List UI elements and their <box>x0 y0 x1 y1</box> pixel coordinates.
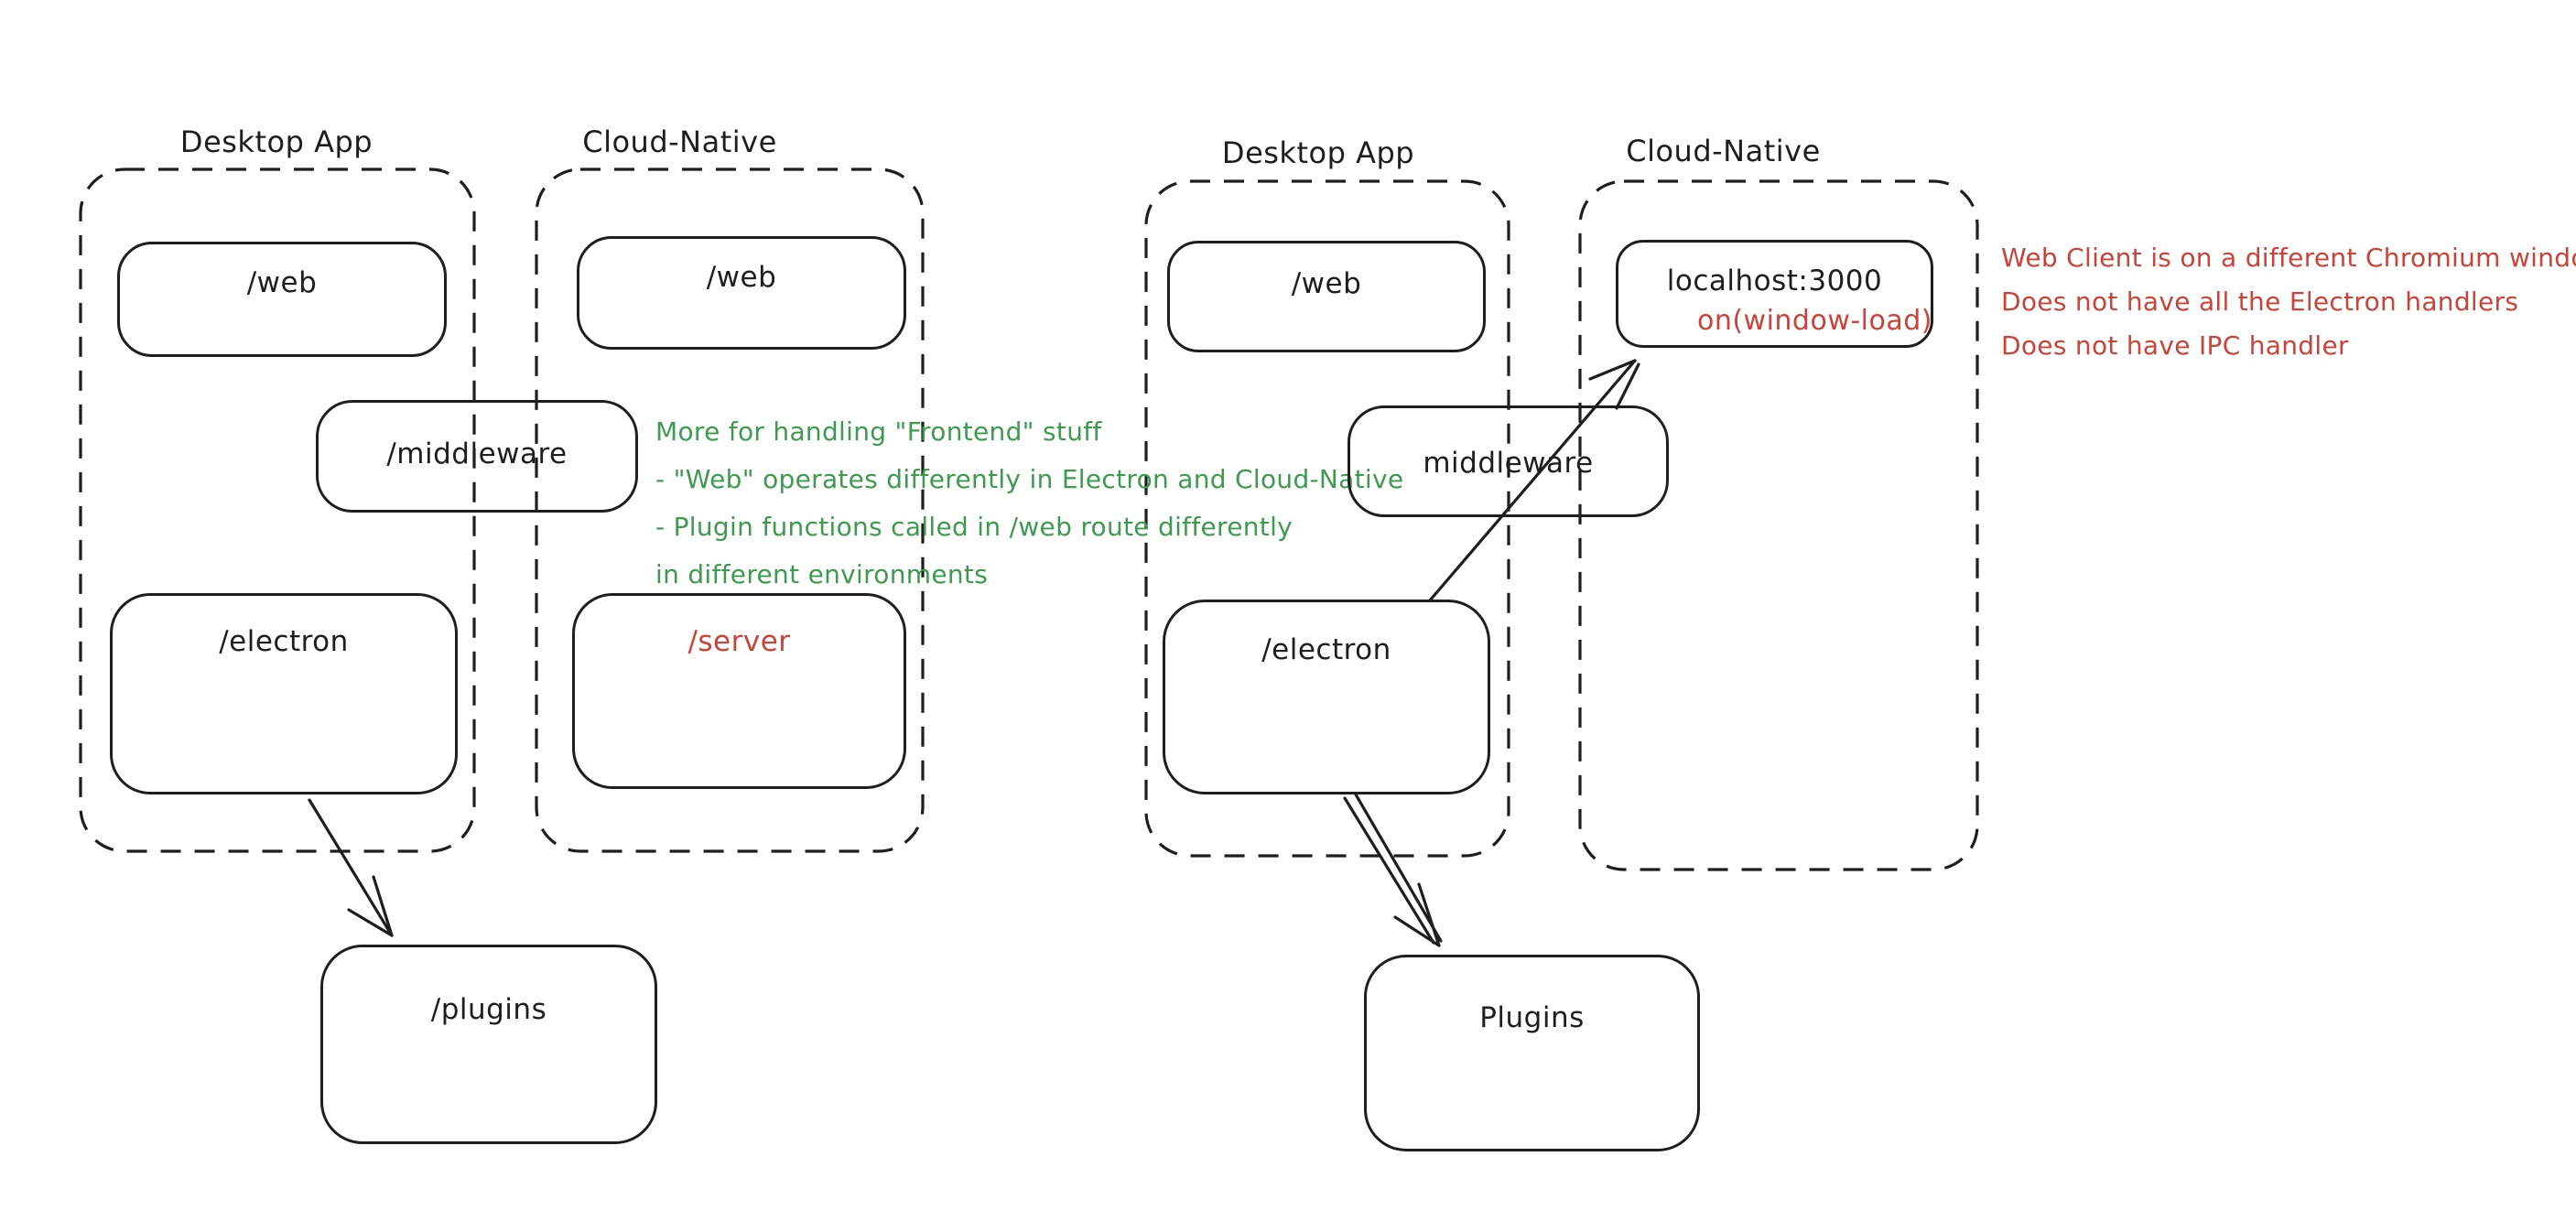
right-desktop-container <box>1144 179 1510 858</box>
right-middleware-text: middleware <box>1423 447 1594 480</box>
green-note: More for handling "Frontend" stuff - "We… <box>655 408 1403 599</box>
left-middleware-box: /middleware <box>316 400 638 513</box>
left-electron-box: /electron <box>110 593 458 794</box>
red-note-line-2: Does not have all the Electron handlers <box>2001 286 2519 317</box>
arrow-electron-to-plugins-left <box>308 798 394 937</box>
right-electron-box: /electron <box>1163 600 1490 794</box>
right-web-box: /web <box>1167 241 1486 352</box>
green-note-line-2: - "Web" operates differently in Electron… <box>655 464 1404 494</box>
right-cloud-container <box>1578 179 1979 871</box>
right-web-text: /web <box>1291 267 1362 300</box>
right-localhost-box: localhost:3000 on(window-load) <box>1616 240 1933 348</box>
arrow-electron-to-plugins-right <box>1343 793 1443 947</box>
green-note-line-4: in different environments <box>655 559 989 589</box>
right-electron-text: /electron <box>1261 633 1391 666</box>
left-middleware-text: /middleware <box>386 438 568 470</box>
left-web-desktop-box: /web <box>117 242 447 357</box>
left-web-cloud-text: /web <box>706 261 777 294</box>
right-desktop-label: Desktop App <box>1221 135 1415 170</box>
right-plugins-text: Plugins <box>1479 1001 1585 1034</box>
left-server-text: /server <box>687 625 791 658</box>
left-web-desktop-text: /web <box>246 266 318 299</box>
red-note-line-1: Web Client is on a different Chromium wi… <box>2001 243 2576 273</box>
right-middleware-box: middleware <box>1348 405 1669 517</box>
green-note-line-1: More for handling "Frontend" stuff <box>655 416 1102 447</box>
left-web-cloud-box: /web <box>577 236 906 350</box>
left-electron-text: /electron <box>219 625 349 658</box>
arrow-electron-to-localhost <box>1428 359 1640 602</box>
red-note: Web Client is on a different Chromium wi… <box>2001 236 2576 368</box>
left-desktop-container <box>79 168 476 853</box>
left-plugins-text: /plugins <box>430 993 547 1026</box>
red-note-line-3: Does not have IPC handler <box>2001 330 2349 361</box>
green-note-line-3: - Plugin functions called in /web route … <box>655 512 1293 542</box>
right-plugins-box: Plugins <box>1364 955 1700 1151</box>
left-desktop-label: Desktop App <box>179 124 373 159</box>
right-window-load-text: on(window-load) <box>1696 304 1933 337</box>
right-localhost-text: localhost:3000 <box>1666 264 1883 297</box>
left-server-box: /server <box>572 593 906 789</box>
left-plugins-box: /plugins <box>320 945 657 1144</box>
left-cloud-label: Cloud-Native <box>582 124 777 159</box>
right-cloud-label: Cloud-Native <box>1626 134 1821 168</box>
